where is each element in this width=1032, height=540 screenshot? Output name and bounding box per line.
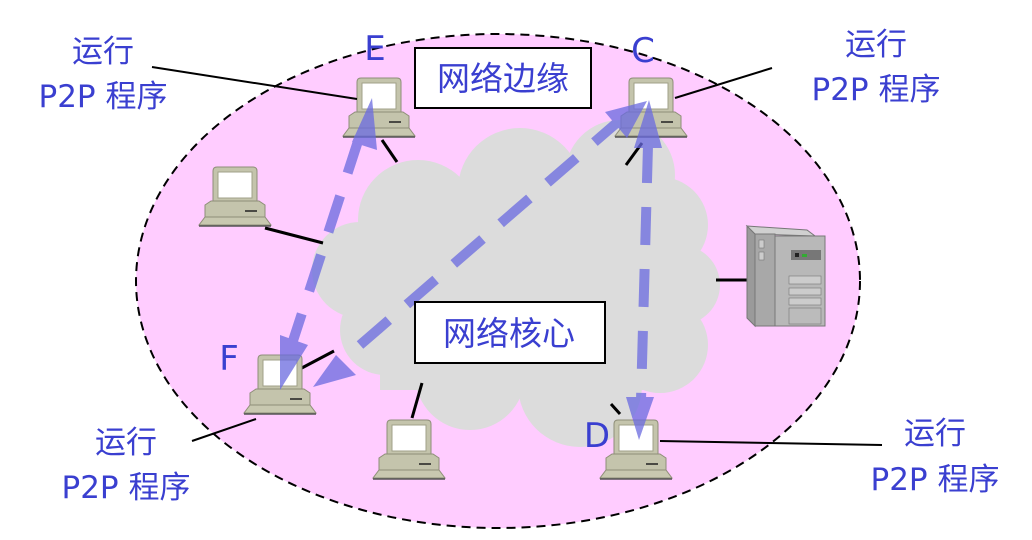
callout-e: 运行 P2P 程序 <box>39 34 168 115</box>
node-label-e: E <box>364 29 385 69</box>
link-f-core <box>297 349 335 372</box>
link-left-core <box>264 226 324 245</box>
flow-arrows <box>280 98 662 440</box>
callout-line-d <box>659 440 883 446</box>
callout-d-line2: P2P 程序 <box>871 462 1000 498</box>
core-label: 网络核心 <box>443 314 575 353</box>
node-label-d: D <box>584 416 610 456</box>
flow-f-to-c <box>313 101 647 387</box>
callout-e-line1: 运行 <box>72 34 134 70</box>
link-d-core <box>609 402 622 416</box>
callout-d-line1: 运行 <box>904 416 966 452</box>
arrowhead-c <box>605 101 647 138</box>
edge-label-box: 网络边缘 <box>414 47 592 109</box>
arrowhead-f-from-e <box>280 335 308 390</box>
callout-c: 运行 P2P 程序 <box>812 27 941 108</box>
edge-label: 网络边缘 <box>437 59 569 98</box>
flow-c-to-d <box>626 100 662 440</box>
callout-line-c <box>674 67 773 99</box>
link-bottom-core <box>410 382 424 419</box>
callout-d: 运行 P2P 程序 <box>871 416 1000 498</box>
callout-f-line1: 运行 <box>95 425 157 461</box>
arrowhead-f <box>313 355 356 387</box>
callout-f-line2: P2P 程序 <box>62 470 191 506</box>
core-label-box: 网络核心 <box>414 301 606 364</box>
arrowhead-c-from-d <box>634 100 662 148</box>
node-label-c: C <box>631 31 655 71</box>
flow-f-to-e <box>280 98 377 390</box>
arrowhead-d <box>626 397 654 440</box>
link-e-core <box>380 139 399 163</box>
node-label-f: F <box>219 339 239 379</box>
callout-f: 运行 P2P 程序 <box>62 425 191 506</box>
server-icon[interactable] <box>745 224 826 328</box>
links <box>264 139 750 419</box>
callout-e-line2: P2P 程序 <box>39 79 168 115</box>
callout-c-line2: P2P 程序 <box>812 72 941 108</box>
callout-line-f <box>191 418 257 442</box>
callout-lines <box>151 66 883 446</box>
callout-line-e <box>151 66 358 100</box>
callout-c-line1: 运行 <box>845 27 907 63</box>
arrowhead-e <box>352 98 377 150</box>
